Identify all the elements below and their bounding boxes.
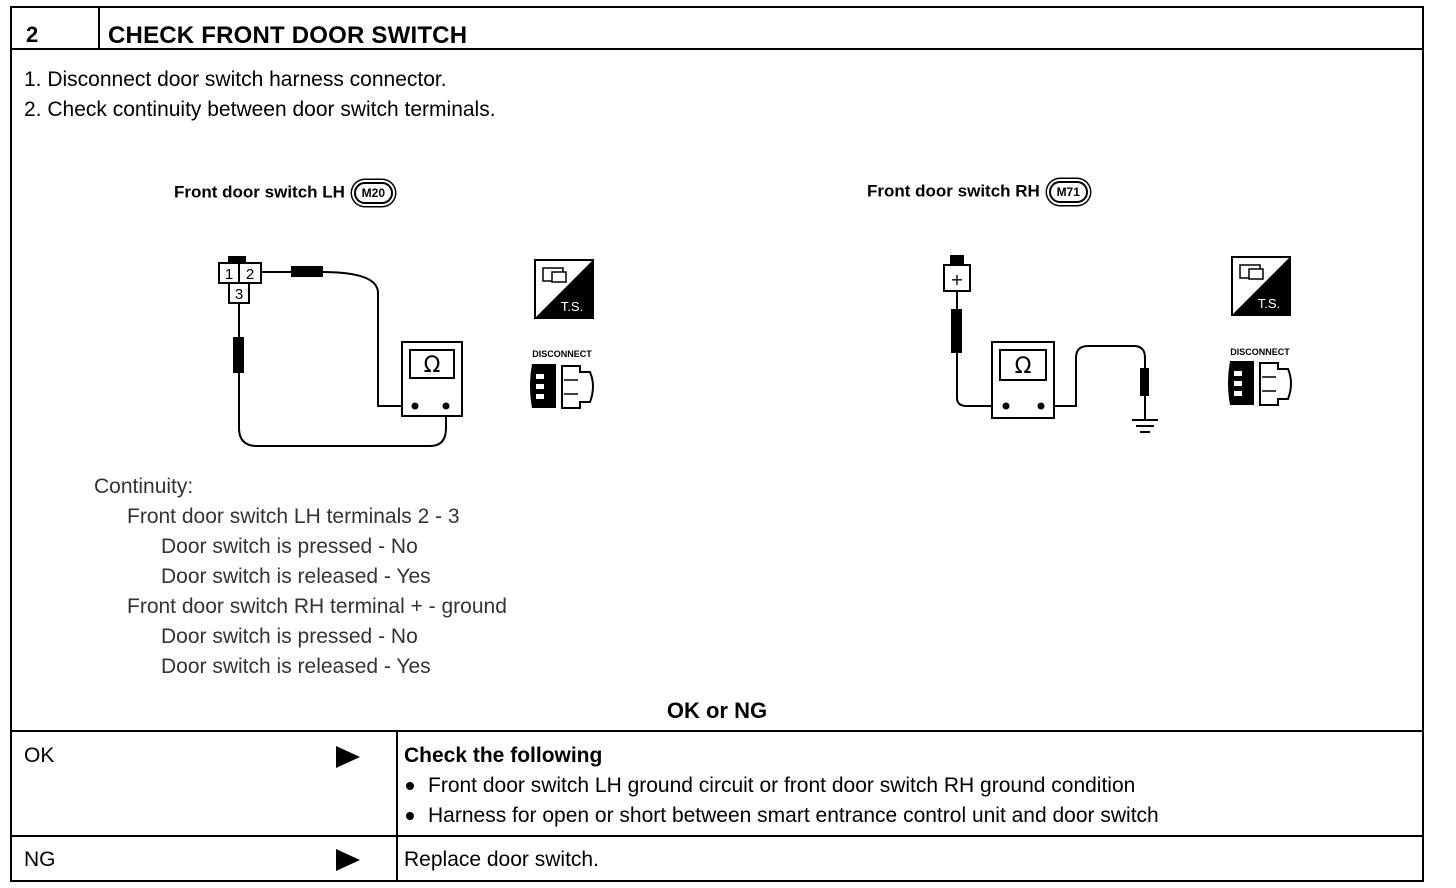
lh-diagram-label: Front door switch LH M20 <box>174 182 394 204</box>
bullet-icon <box>406 782 414 791</box>
rh-ts-label: T.S. <box>1258 296 1280 311</box>
ng-action: Replace door switch. <box>404 848 599 871</box>
ng-label: NG <box>24 848 56 871</box>
decision-heading: OK or NG <box>666 698 768 723</box>
lh-terminal-1: 1 <box>225 266 233 283</box>
lh-ts-label: T.S. <box>561 299 583 314</box>
ok-check-item-1-text: Front door switch LH ground circuit or f… <box>428 774 1136 797</box>
continuity-rh-released: Door switch is released - Yes <box>161 655 431 678</box>
header-cell-divider <box>98 8 100 48</box>
lh-terminal-2: 2 <box>246 266 254 283</box>
step-number: 2 <box>26 22 39 47</box>
continuity-rh-pressed: Door switch is pressed - No <box>161 625 418 648</box>
rh-ground-icon <box>1132 419 1158 433</box>
result-column-divider <box>396 730 398 880</box>
ok-label: OK <box>24 744 55 767</box>
rh-ohm-symbol: Ω <box>1015 354 1032 379</box>
instruction-2: 2. Check continuity between door switch … <box>24 98 496 121</box>
lh-diagram-label-text: Front door switch LH <box>174 182 345 202</box>
ok-arrow-icon <box>336 746 360 768</box>
lh-connector-badge: M20 <box>353 182 394 204</box>
lh-terminal-3: 3 <box>235 286 243 303</box>
rh-diagram-label-text: Front door switch RH <box>867 181 1040 201</box>
wiring-diagrams: 1 2 3 Ω T.S. DISCONNECT <box>218 255 1292 447</box>
result-top-divider <box>12 730 1422 732</box>
continuity-lh-released: Door switch is released - Yes <box>161 565 431 588</box>
ok-check-item-2: Harness for open or short between smart … <box>406 804 1159 828</box>
lh-disconnect-label: DISCONNECT <box>532 349 592 359</box>
ok-check-item-2-text: Harness for open or short between smart … <box>428 804 1159 827</box>
rh-ohmmeter: Ω <box>991 341 1055 419</box>
rh-diagram-label: Front door switch RH M71 <box>867 181 1088 203</box>
ok-check-heading: Check the following <box>404 744 603 767</box>
continuity-lh-pressed: Door switch is pressed - No <box>161 535 418 558</box>
lh-tool-icon: T.S. <box>534 259 594 319</box>
continuity-lh-heading: Front door switch LH terminals 2 - 3 <box>127 505 460 528</box>
lh-connector: 1 2 3 <box>218 256 262 304</box>
result-row-divider <box>12 835 1422 837</box>
continuity-rh-heading: Front door switch RH terminal + - ground <box>127 595 507 618</box>
lh-ohm-symbol: Ω <box>424 353 441 378</box>
rh-terminal-plus: + <box>950 270 963 289</box>
header-divider <box>12 48 1422 50</box>
procedure-frame: 2 CHECK FRONT DOOR SWITCH 1. Disconnect … <box>10 6 1424 882</box>
ng-arrow-icon <box>336 849 360 871</box>
lh-disconnect-icon <box>530 364 594 409</box>
rh-disconnect-icon <box>1228 361 1292 406</box>
rh-ground-probe <box>1140 368 1149 396</box>
lh-probe-wires <box>233 266 447 447</box>
lh-ohmmeter: Ω <box>401 341 463 417</box>
step-title: CHECK FRONT DOOR SWITCH <box>108 22 468 49</box>
rh-probe-wires <box>951 291 1146 420</box>
continuity-heading: Continuity: <box>94 475 194 498</box>
instruction-1: 1. Disconnect door switch harness connec… <box>24 68 447 91</box>
ok-check-item-1: Front door switch LH ground circuit or f… <box>406 774 1135 798</box>
rh-connector-badge: M71 <box>1048 181 1088 203</box>
rh-tool-icon: T.S. <box>1231 256 1291 316</box>
bullet-icon <box>406 812 414 821</box>
rh-connector: + <box>943 255 971 292</box>
rh-disconnect-label: DISCONNECT <box>1230 347 1290 357</box>
